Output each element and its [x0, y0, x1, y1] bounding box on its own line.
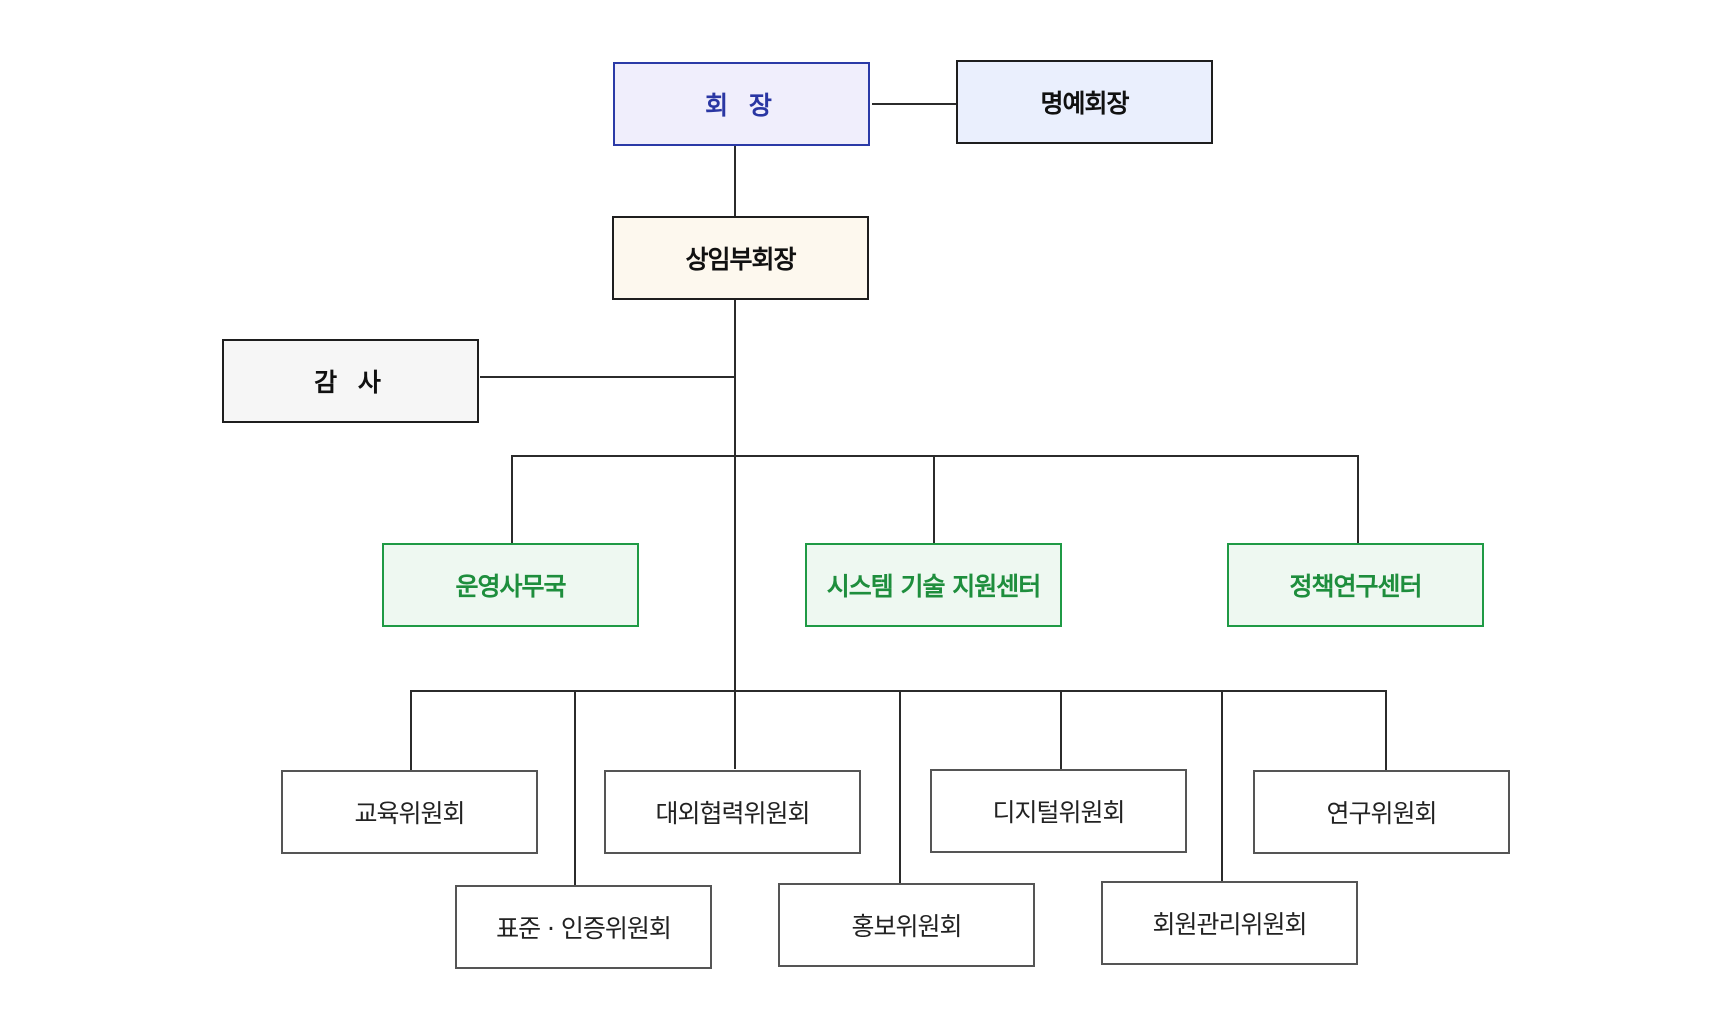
connector-centers-bus	[511, 455, 1359, 457]
connector-main-trunk	[734, 146, 736, 769]
connector-committee-6	[1221, 690, 1223, 882]
auditor-label: 감 사	[314, 368, 387, 397]
connector-committee-2	[574, 690, 576, 886]
vice-chair-label: 상임부회장	[685, 245, 796, 274]
honorary-chair-box: 명예회장	[956, 60, 1213, 144]
center-box-operations: 운영사무국	[382, 543, 639, 627]
chair-box: 회 장	[613, 62, 870, 146]
connector-center-1	[511, 455, 513, 544]
chair-label: 회 장	[705, 91, 778, 120]
connector-center-3	[1357, 455, 1359, 544]
connector-committee-1	[410, 690, 412, 772]
connector-committee-5	[1060, 690, 1062, 771]
committee-label: 회원관리위원회	[1152, 910, 1307, 939]
committee-label: 대외협력위원회	[655, 799, 810, 828]
center-label: 시스템 기술 지원센터	[826, 572, 1041, 601]
center-label: 정책연구센터	[1289, 572, 1422, 601]
committee-label: 디지털위원회	[992, 798, 1125, 827]
connector-committee-7	[1385, 690, 1387, 772]
committee-label: 홍보위원회	[851, 912, 962, 941]
committee-box-external-relations: 대외협력위원회	[604, 770, 861, 854]
connector-committee-4	[899, 690, 901, 884]
connector-chair-honorary	[872, 103, 958, 105]
committee-label: 표준 · 인증위원회	[496, 914, 672, 943]
auditor-box: 감 사	[222, 339, 479, 423]
committee-box-public-relations: 홍보위원회	[778, 883, 1035, 967]
committee-box-membership: 회원관리위원회	[1101, 881, 1358, 965]
committee-box-digital: 디지털위원회	[930, 769, 1187, 853]
connector-auditor	[480, 376, 735, 378]
center-label: 운영사무국	[455, 572, 566, 601]
center-box-system-support: 시스템 기술 지원센터	[805, 543, 1062, 627]
connector-committees-bus	[410, 690, 1386, 692]
committee-box-standards: 표준 · 인증위원회	[455, 885, 712, 969]
committee-label: 연구위원회	[1326, 799, 1437, 828]
honorary-chair-label: 명예회장	[1040, 89, 1129, 118]
connector-center-2	[933, 455, 935, 544]
committee-label: 교육위원회	[354, 799, 465, 828]
vice-chair-box: 상임부회장	[612, 216, 869, 300]
committee-box-research: 연구위원회	[1253, 770, 1510, 854]
center-box-policy-research: 정책연구센터	[1227, 543, 1484, 627]
committee-box-education: 교육위원회	[281, 770, 538, 854]
